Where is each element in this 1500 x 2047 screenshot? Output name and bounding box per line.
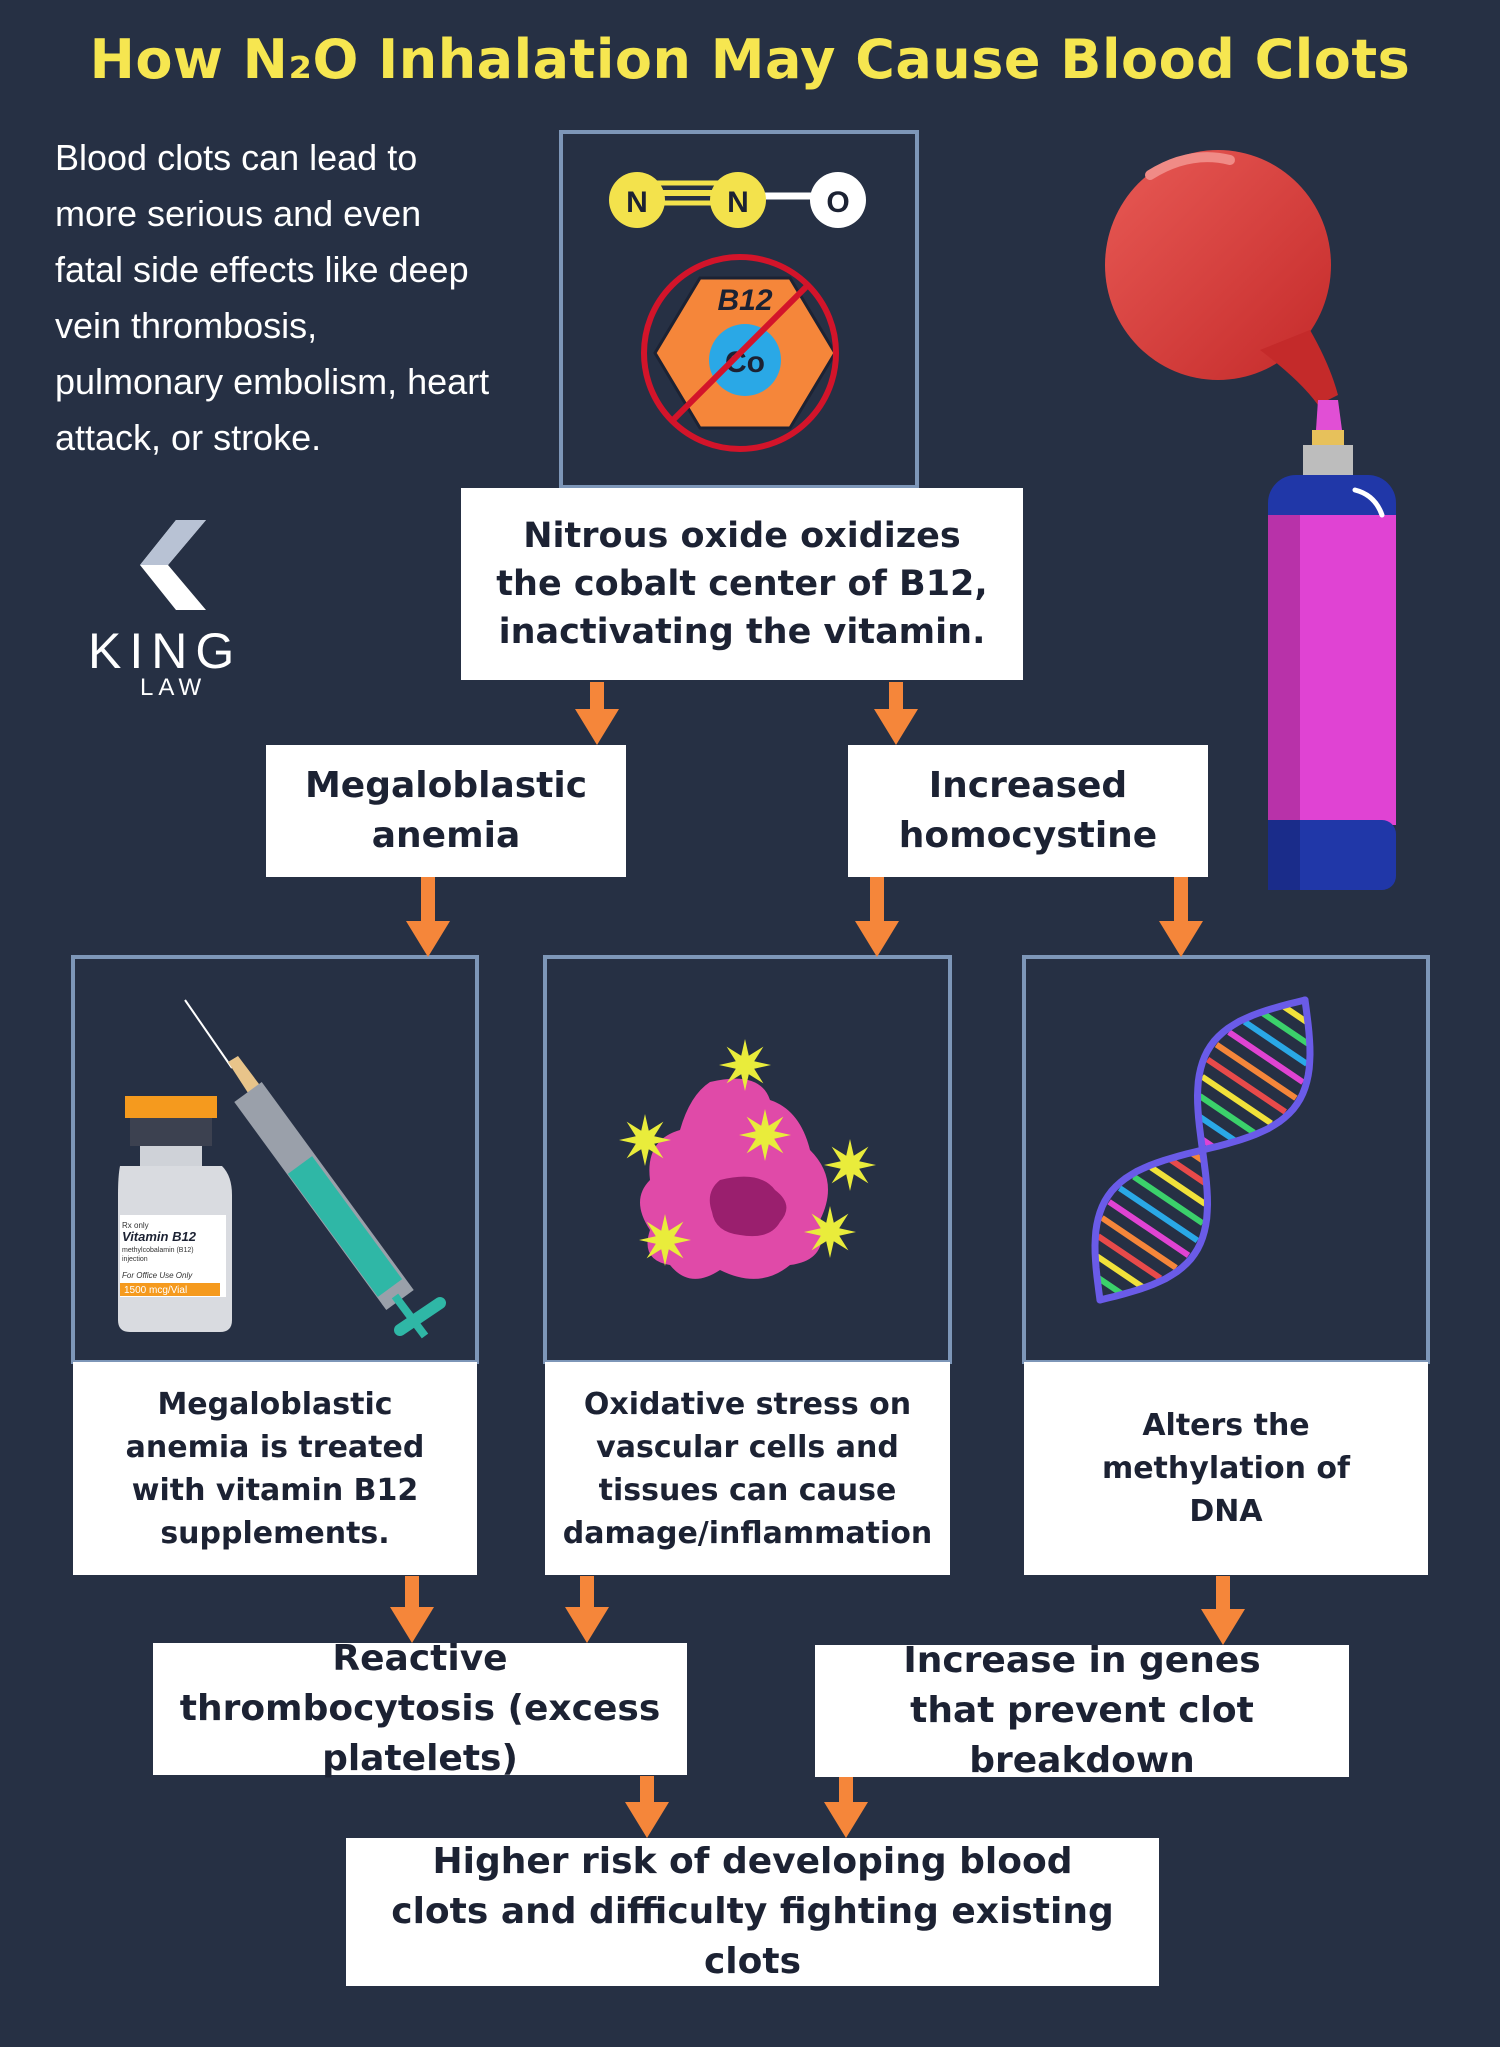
step-oxidize-text: Nitrous oxide oxidizes the cobalt center… <box>496 516 988 652</box>
dna-rung <box>1118 1185 1200 1243</box>
arrow-down-icon <box>874 682 918 745</box>
vial-dose: 1500 mcg/Vial <box>124 1285 187 1296</box>
dna-rung <box>1281 1003 1309 1025</box>
vial-desc1: methylcobalamin (B12) <box>122 1247 194 1254</box>
dna-rung <box>1096 1233 1163 1281</box>
arrow-down-icon <box>406 877 450 957</box>
step-treated-text: Megaloblastic anemia is treated with vit… <box>125 1386 425 1551</box>
step-thrombocytosis: Reactive thrombocytosis (excess platelet… <box>153 1638 687 1779</box>
arrow-down-icon <box>1201 1576 1245 1645</box>
syringe-icon <box>184 999 446 1339</box>
dna-rung <box>1096 1275 1124 1297</box>
dna-rung <box>1198 1093 1256 1136</box>
dna-rung <box>1227 1029 1305 1085</box>
damaged-cell-icon <box>619 1039 876 1279</box>
b12-label: B12 <box>717 284 772 317</box>
step-homocystine-text: Increased homocystine <box>898 765 1158 856</box>
dna-rung <box>1100 1215 1178 1271</box>
step-anemia-text: Megaloblastic anemia <box>304 765 588 856</box>
step-oxidative-text: Oxidative stress on vascular cells and t… <box>562 1386 933 1551</box>
logo-wordmark: KING <box>88 623 243 679</box>
dna-rung <box>1242 1019 1309 1067</box>
intro-text: Blood clots can lead to more serious and… <box>55 137 490 458</box>
dna-panel <box>1022 955 1430 1364</box>
burst-star-icon <box>719 1039 771 1091</box>
page-title: How N₂O Inhalation May Cause Blood Clots <box>89 28 1411 91</box>
vial-rx: Rx only <box>122 1221 149 1230</box>
king-law-logo-icon <box>140 520 206 610</box>
molecule-panel <box>559 130 919 489</box>
atom-label: N <box>727 186 749 219</box>
step-oxidative: Oxidative stress on vascular cells and t… <box>545 1362 950 1575</box>
burst-star-icon <box>619 1114 671 1166</box>
dna-strand <box>1091 996 1314 1304</box>
arrow-down-icon <box>565 1576 609 1643</box>
step-treated: Megaloblastic anemia is treated with vit… <box>73 1362 477 1575</box>
step-methylation-text: Alters the methylation of DNA <box>1101 1408 1351 1529</box>
dna-rung <box>1095 1253 1144 1290</box>
step-risk: Higher risk of developing blood clots an… <box>346 1838 1159 1986</box>
burst-star-icon <box>639 1214 691 1266</box>
arrow-down-icon <box>824 1777 868 1838</box>
dna-rung <box>1198 1114 1237 1143</box>
dna-helix-icon <box>1091 996 1314 1304</box>
arrow-down-icon <box>855 877 899 957</box>
burst-star-icon <box>824 1139 876 1191</box>
burst-star-icon <box>739 1109 791 1161</box>
burst-star-icon <box>804 1206 856 1258</box>
n2o-molecule-icon: N N O <box>609 172 866 228</box>
dna-rung <box>1132 1174 1205 1226</box>
balloon-canister-icon <box>1105 150 1396 890</box>
atom-label: O <box>826 186 849 219</box>
step-oxidize: Nitrous oxide oxidizes the cobalt center… <box>461 488 1023 680</box>
step-methylation: Alters the methylation of DNA <box>1024 1362 1428 1575</box>
step-homocystine: Increased homocystine <box>848 745 1208 877</box>
dna-rung <box>1149 1164 1207 1207</box>
arrow-down-icon <box>575 682 619 745</box>
vitamin-b12-vial-icon: Rx only Vitamin B12 methylcobalamin (B12… <box>118 1096 232 1332</box>
dna-rung <box>1261 1010 1310 1047</box>
atom-label: N <box>626 186 648 219</box>
dna-rung <box>1214 1042 1298 1101</box>
arrow-down-icon <box>390 1576 434 1643</box>
dna-rung <box>1168 1157 1207 1186</box>
flow-arrows <box>390 682 1245 1838</box>
vial-use: For Office Use Only <box>122 1271 193 1280</box>
dna-rung <box>1205 1057 1287 1115</box>
step-genes: Increase in genes that prevent clot brea… <box>815 1640 1349 1781</box>
step-anemia: Megaloblastic anemia <box>266 745 626 877</box>
b12-prohibited-icon: B12 Co <box>641 254 839 452</box>
step-genes-text: Increase in genes that prevent clot brea… <box>903 1640 1261 1781</box>
dna-rung <box>1107 1199 1191 1258</box>
step-risk-text: Higher risk of developing blood clots an… <box>391 1841 1114 1982</box>
vial-desc2: injection <box>122 1256 148 1263</box>
arrow-down-icon <box>625 1776 669 1838</box>
vial-name: Vitamin B12 <box>122 1229 197 1244</box>
step-thrombocytosis-text: Reactive thrombocytosis (excess platelet… <box>179 1638 661 1779</box>
logo-subtitle: LAW <box>140 674 207 701</box>
arrow-down-icon <box>1159 877 1203 957</box>
dna-rung <box>1200 1074 1273 1126</box>
